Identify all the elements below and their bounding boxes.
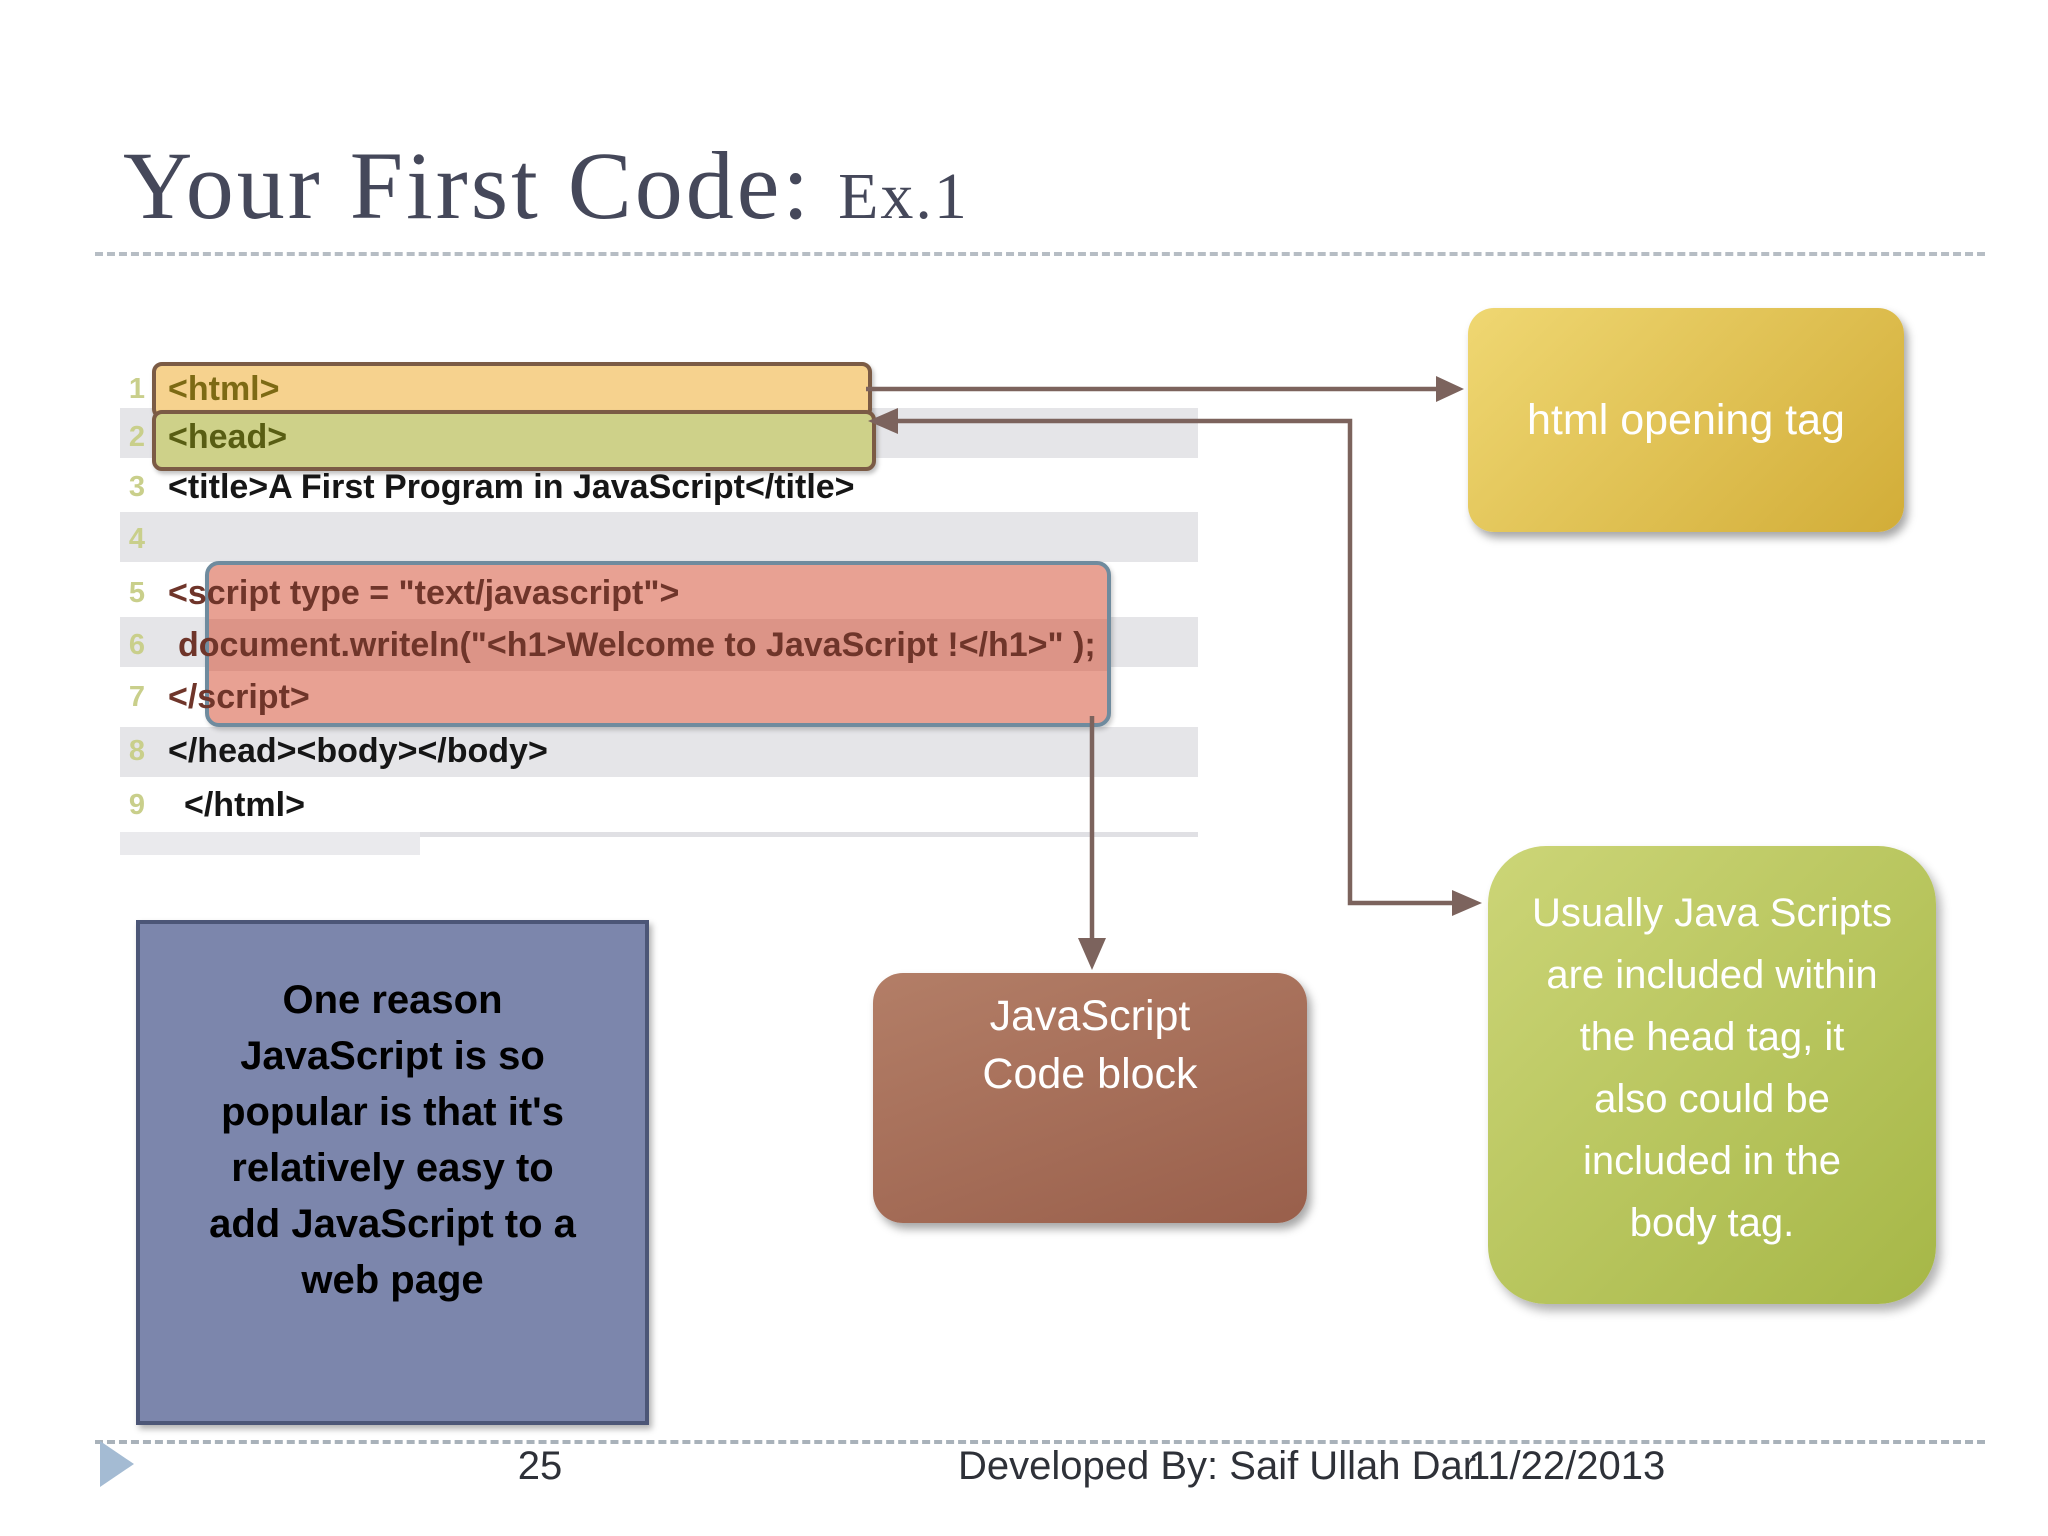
line-number: 5: [128, 576, 146, 609]
code-line-6: 6 document.writeln("<h1>Welcome to JavaS…: [120, 620, 1096, 670]
note-line: relatively easy to: [231, 1146, 554, 1190]
callout-line: Usually Java Scripts: [1531, 891, 1893, 935]
page-title-suffix: Ex.1: [838, 160, 969, 233]
code-line-9: 9 </html>: [120, 780, 305, 830]
code-text: <title>A First Program in JavaScript</ti…: [168, 467, 855, 506]
line-number: 8: [128, 734, 146, 767]
code-row-stripe: [120, 512, 1198, 562]
line-number: 4: [128, 522, 146, 555]
note-line: add JavaScript to a: [209, 1202, 576, 1246]
code-line-7: 7 </script>: [120, 672, 310, 722]
code-text: <html>: [168, 369, 280, 408]
javascript-popularity-note-box: One reason JavaScript is so popular is t…: [136, 920, 649, 1425]
code-row-stripe: [120, 832, 420, 855]
footer-credit: Developed By: Saif Ullah Dar: [958, 1444, 1477, 1488]
callout-line: JavaScript: [989, 992, 1191, 1040]
code-line-2: 2 <head>: [120, 412, 287, 462]
footer-date: 11/22/2013: [1468, 1444, 1666, 1488]
arrow-html-to-callout: [866, 376, 1464, 402]
line-number: 7: [128, 680, 146, 713]
code-line-4: 4: [120, 514, 168, 564]
callout-line: body tag.: [1629, 1201, 1795, 1245]
callout-label: html opening tag: [1527, 395, 1845, 444]
note-line: One reason: [282, 978, 503, 1022]
note-line: popular is that it's: [221, 1090, 564, 1134]
callout-line: included in the: [1583, 1139, 1841, 1183]
page-title: Your First Code:: [123, 132, 813, 239]
code-text: </script>: [168, 677, 310, 716]
code-text: </html>: [184, 785, 305, 824]
head-tag-note-callout: Usually Java Scripts are included within…: [1488, 846, 1936, 1304]
line-number: 3: [128, 470, 146, 503]
head-tag-highlight-box: [152, 410, 876, 471]
html-opening-tag-callout: html opening tag: [1468, 308, 1904, 532]
code-line-1: 1 <html>: [120, 364, 280, 414]
footer-arrow-icon: [100, 1441, 134, 1487]
title-row: Your First Code: Ex.1: [123, 138, 969, 234]
callout-line: the head tag, it: [1579, 1015, 1845, 1059]
code-line-8: 8 </head><body></body>: [120, 726, 548, 776]
footer-divider: [95, 1440, 1985, 1444]
code-text: <head>: [168, 417, 288, 456]
code-row-stripe: [120, 832, 1198, 837]
line-number: 1: [128, 372, 146, 405]
code-text: document.writeln("<h1>Welcome to JavaScr…: [178, 625, 1096, 664]
page-number: 25: [517, 1444, 563, 1488]
callout-line: also could be: [1594, 1077, 1830, 1121]
code-text: </head><body></body>: [168, 731, 548, 770]
callout-line: Code block: [982, 1050, 1198, 1098]
javascript-code-block-callout: JavaScript Code block: [873, 973, 1307, 1223]
code-text: <script type = "text/javascript">: [168, 573, 680, 612]
line-number: 2: [128, 420, 146, 453]
title-divider: [95, 252, 1985, 256]
callout-line: are included within: [1546, 953, 1878, 997]
code-line-3: 3 <title>A First Program in JavaScript</…: [120, 462, 855, 512]
code-line-5: 5 <script type = "text/javascript">: [120, 568, 679, 618]
line-number: 6: [128, 628, 146, 661]
note-line: JavaScript is so: [240, 1034, 545, 1078]
line-number: 9: [128, 788, 146, 821]
note-line: web page: [301, 1258, 484, 1302]
